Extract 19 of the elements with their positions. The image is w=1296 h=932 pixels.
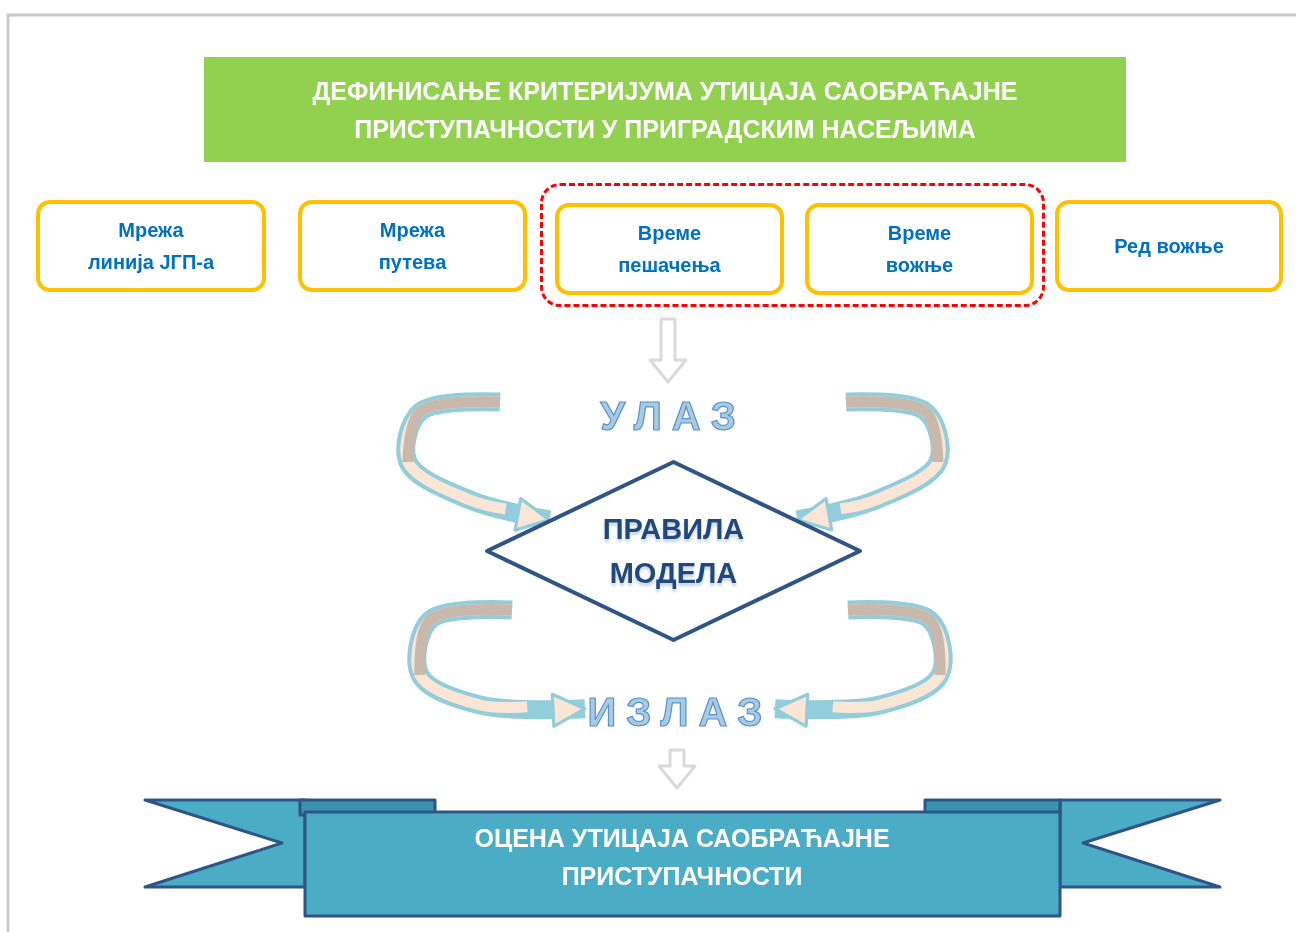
node-label: Време вожње	[884, 221, 955, 278]
node-label: ПРАВИЛА МОДЕЛА	[601, 512, 746, 591]
node-label: Време пешачења	[617, 221, 722, 278]
hollow-arrow	[657, 748, 697, 790]
node-label: ДЕФИНИСАЊЕ КРИТЕРИЈУМА УТИЦАЈА САОБРАЋАЈНЕ ПРИСТУПАЧНОСТИ У ПРИГРАДСКИМ НАСЕЉИМА	[311, 75, 1019, 145]
input-box	[298, 200, 527, 292]
hollow-arrow	[648, 317, 688, 384]
node-label: Мрежа линија ЈГП-а	[86, 218, 216, 275]
input-box	[555, 203, 784, 295]
input-box	[36, 200, 266, 292]
node-label: Ред вожње	[1114, 234, 1224, 259]
dashed-group-outline	[540, 183, 1045, 307]
node-label: ОЦЕНА УТИЦАЈА САОБРАЋАЈНЕ ПРИСТУПАЧНОСТИ	[473, 823, 891, 892]
node-label: ИЗЛАЗ	[587, 689, 773, 736]
node-label: Мрежа путева	[377, 218, 448, 275]
node-label: УЛАЗ	[600, 393, 746, 440]
title-banner	[204, 57, 1126, 162]
input-box	[1055, 200, 1283, 292]
input-box	[805, 203, 1034, 295]
